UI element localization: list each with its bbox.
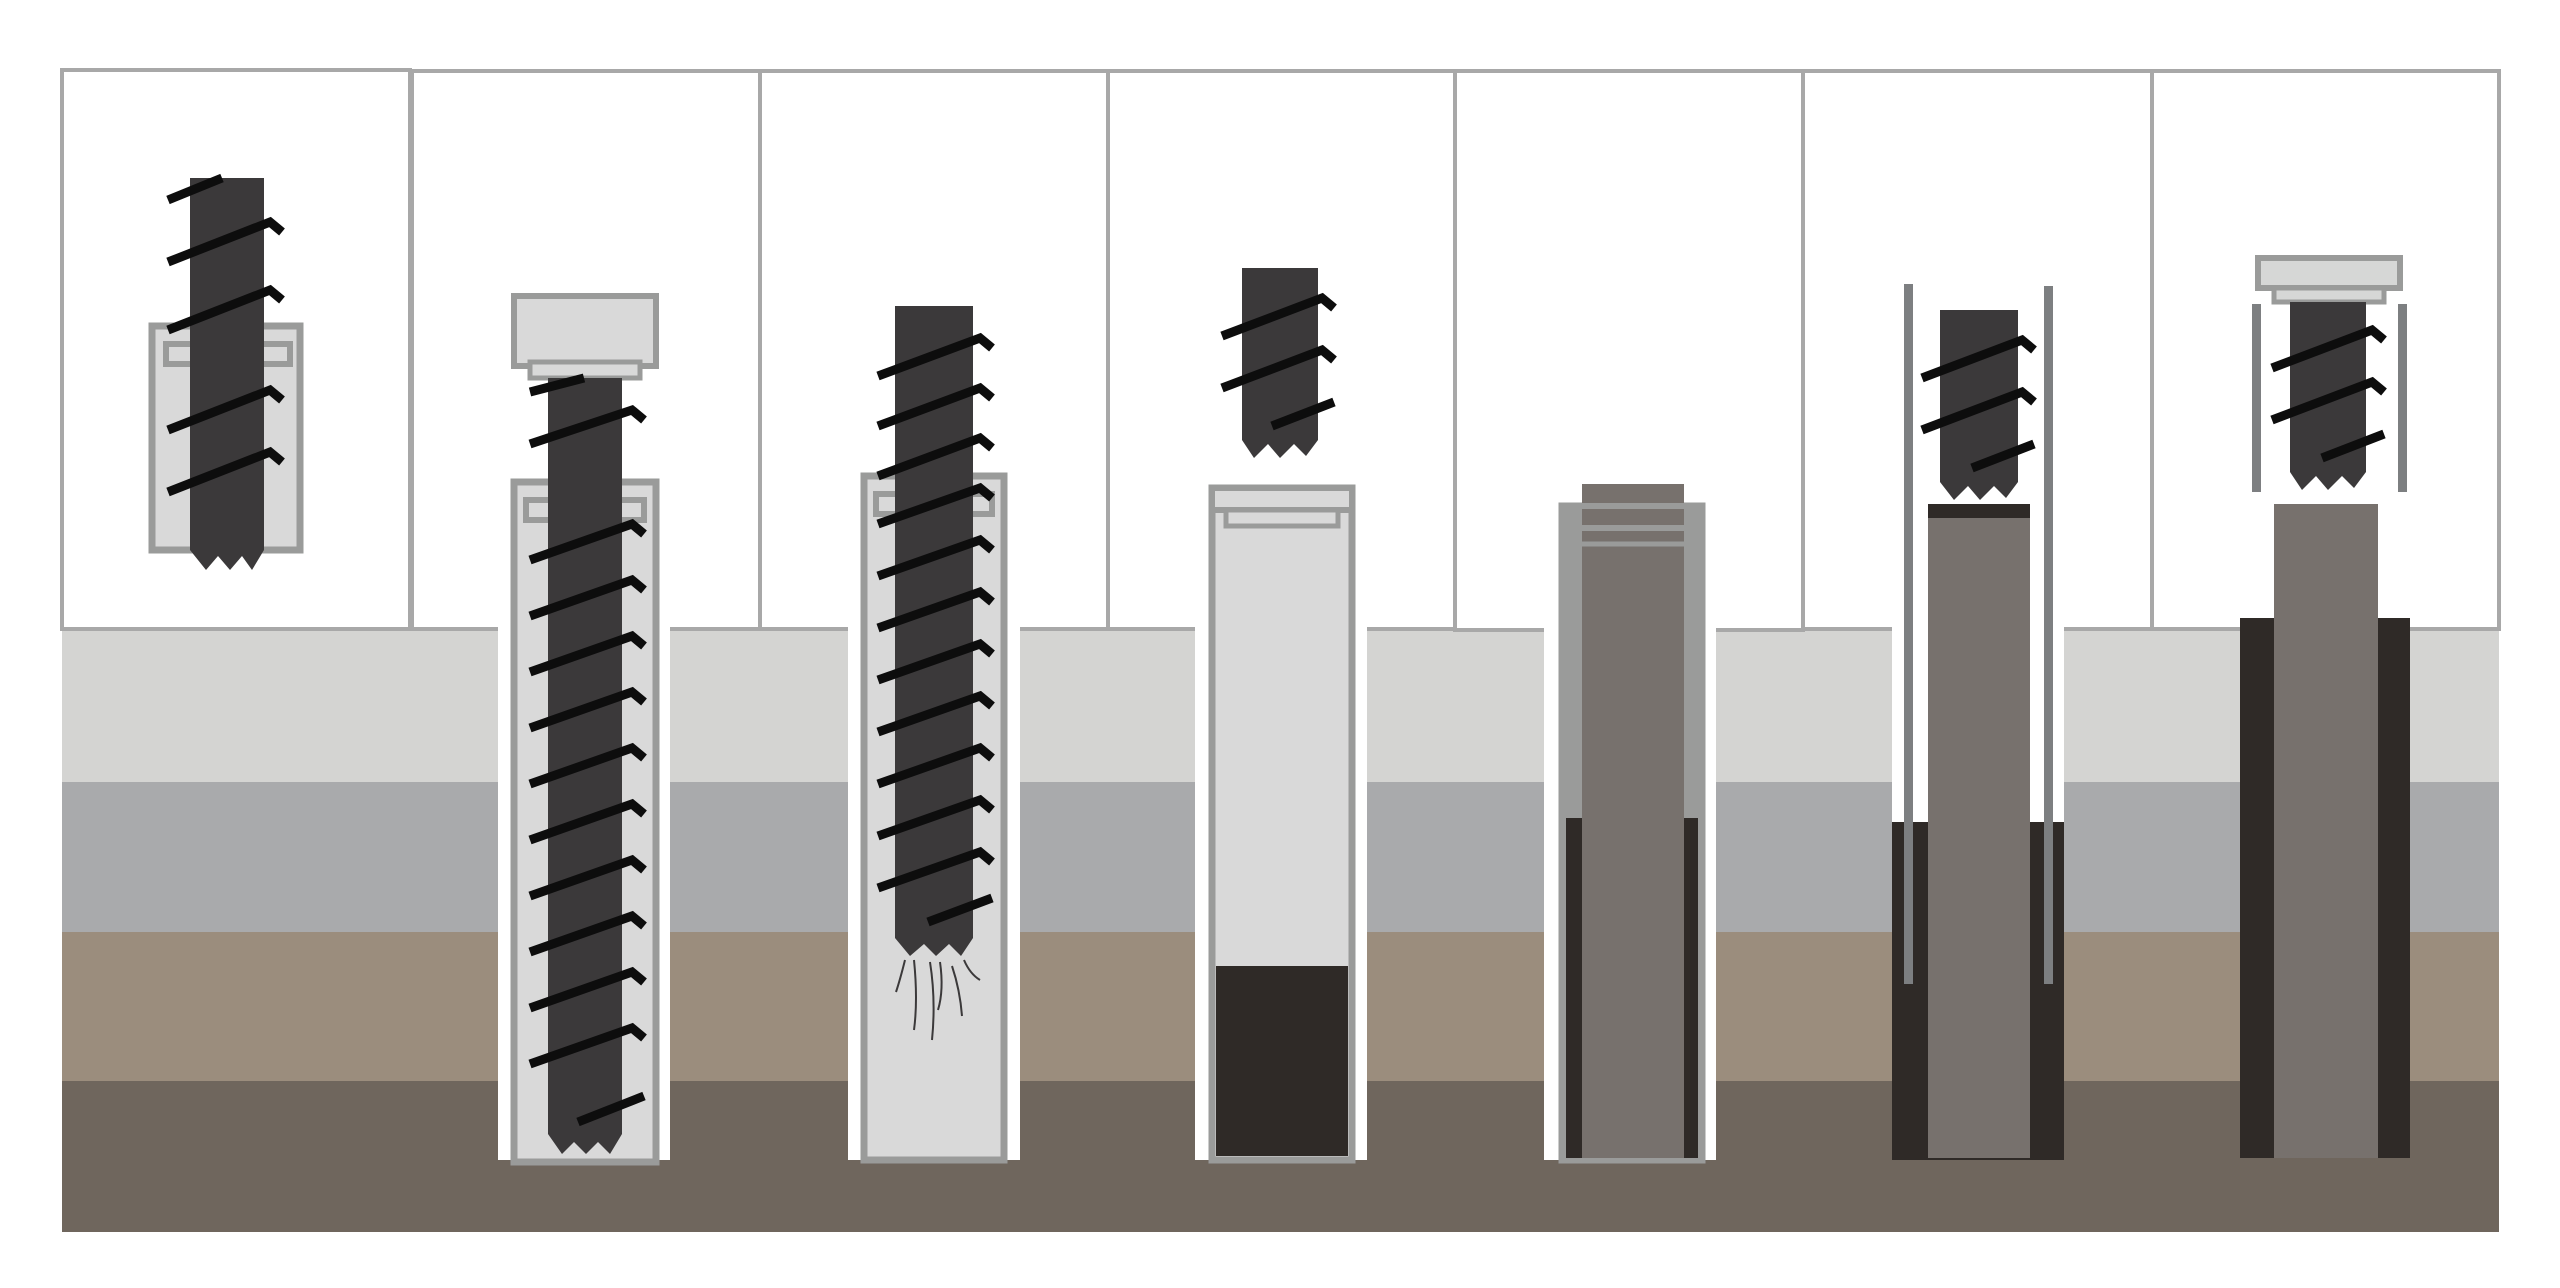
- step-3: [860, 306, 1008, 1164]
- auger-flights: [1920, 334, 2037, 473]
- casing-collar: [1573, 525, 1691, 547]
- reinforcement-bar-right: [2044, 286, 2053, 984]
- reinforcement-bar-left: [2252, 304, 2261, 492]
- auger-tip: [1242, 440, 1318, 458]
- auger-shaft: [190, 178, 264, 550]
- concrete-column: [1928, 504, 2030, 1158]
- auger-tip: [2290, 472, 2366, 490]
- cap-clamp: [527, 359, 643, 381]
- step-6: [1892, 284, 2064, 1160]
- casing-collar: [1223, 507, 1341, 529]
- reinforcement-bar-left: [1904, 284, 1913, 984]
- reinforcement-bar-right: [2398, 304, 2407, 492]
- casing-cap: [2255, 255, 2403, 291]
- concrete-column: [2274, 504, 2378, 1158]
- auger-tip: [190, 550, 264, 570]
- casing-top-band: [1209, 485, 1355, 513]
- step-4: [1208, 268, 1356, 1164]
- concrete-column: [1582, 484, 1684, 1158]
- auger-flights: [528, 373, 647, 1127]
- step-5: [1558, 484, 1706, 1164]
- column-head: [1928, 504, 2030, 518]
- concrete-fill: [1216, 966, 1348, 1156]
- auger-flights: [2270, 324, 2387, 463]
- auger-tip: [548, 1134, 622, 1154]
- step-1: [148, 173, 304, 570]
- soil-cuttings: [895, 959, 981, 1041]
- step-7: [2240, 255, 2410, 1158]
- step-2: [510, 293, 660, 1166]
- cap-clamp: [2271, 285, 2387, 305]
- casing-cap: [511, 293, 659, 369]
- auger-flights: [166, 173, 285, 497]
- auger-tip: [1940, 482, 2018, 500]
- auger-flights: [1220, 292, 1337, 431]
- auger-flights: [876, 332, 995, 927]
- auger-tip: [895, 938, 973, 956]
